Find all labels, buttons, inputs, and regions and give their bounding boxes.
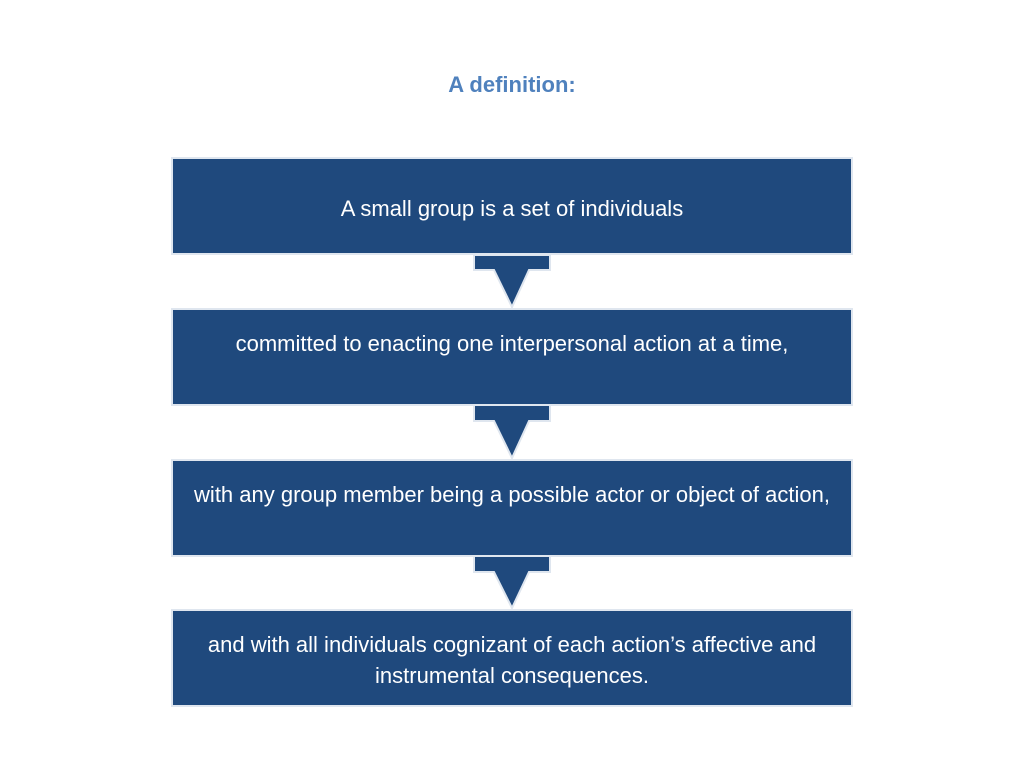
- flow-step-text: and with all individuals cognizant of ea…: [207, 632, 817, 688]
- flow-step-text: A small group is a set of individuals: [340, 196, 684, 221]
- flow-step-2: committed to enacting one interpersonal …: [171, 308, 853, 406]
- down-arrow-icon: [473, 404, 551, 461]
- down-arrow-icon: [473, 254, 551, 310]
- flow-step-text: with any group member being a possible a…: [194, 482, 830, 507]
- flow-step-3: with any group member being a possible a…: [171, 459, 853, 557]
- slide-title: A definition:: [448, 72, 576, 97]
- flow-step-1: A small group is a set of individuals: [171, 157, 853, 255]
- flow-step-text: committed to enacting one interpersonal …: [235, 331, 789, 356]
- flow-step-4: and with all individuals cognizant of ea…: [171, 609, 853, 707]
- down-arrow-icon: [473, 555, 551, 611]
